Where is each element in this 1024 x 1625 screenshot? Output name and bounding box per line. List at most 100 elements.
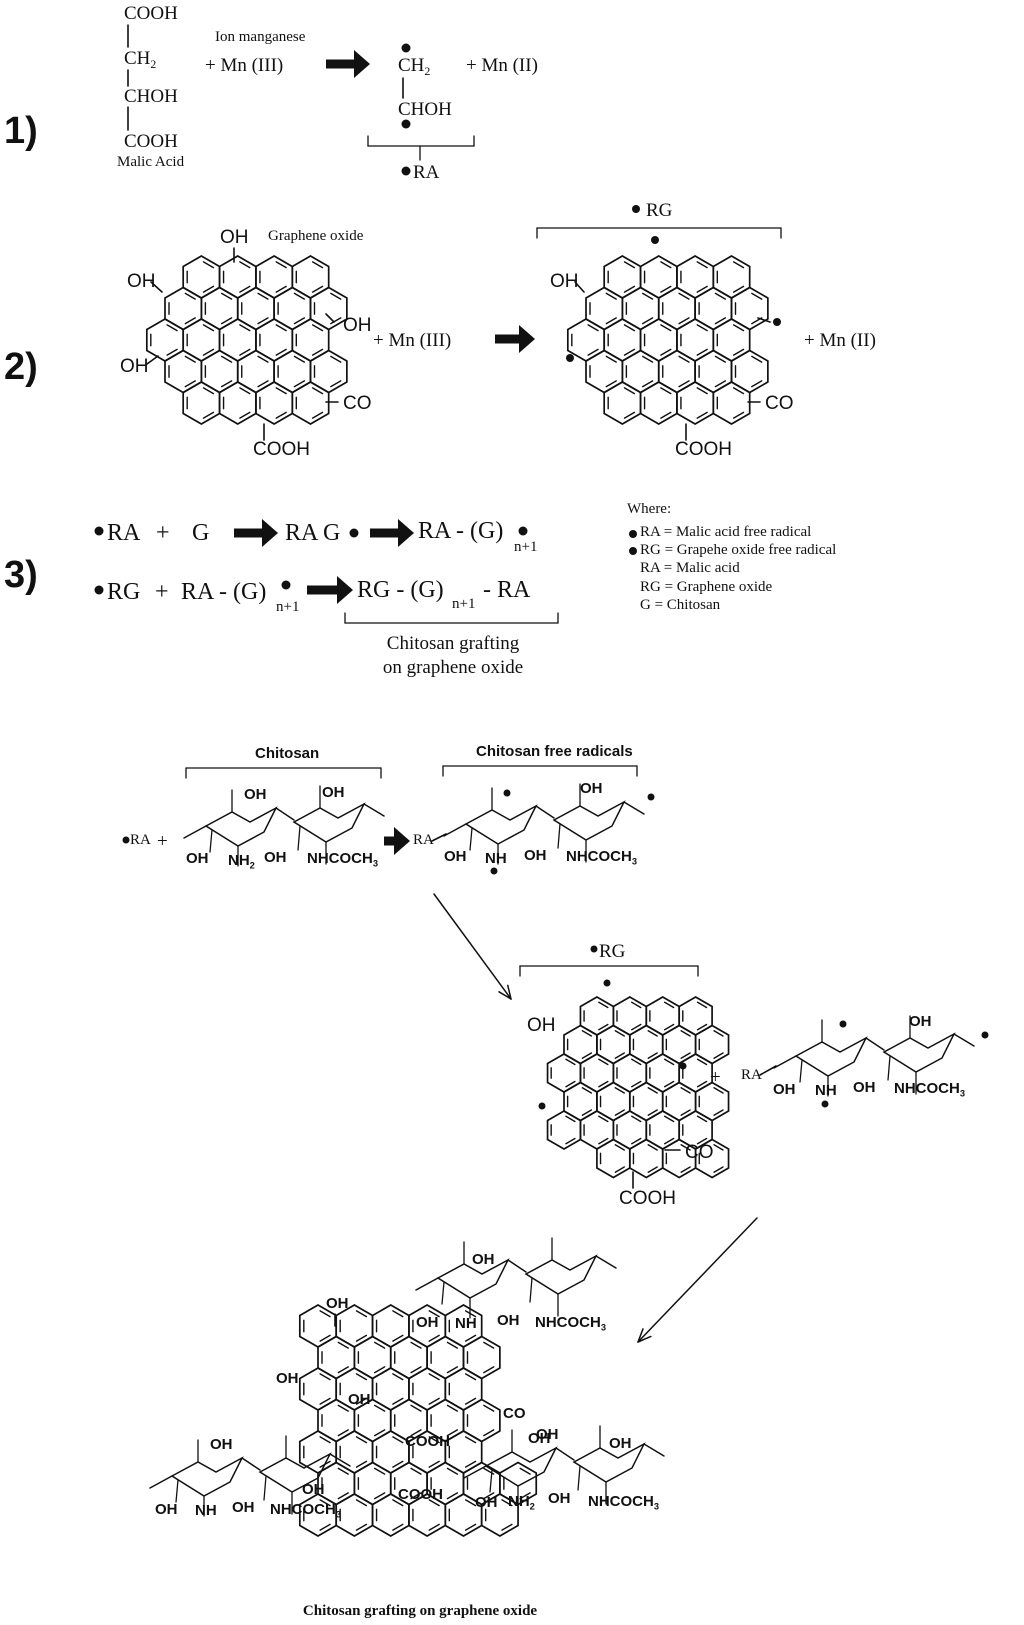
reaction-arrow-5	[307, 576, 353, 604]
double-bond	[166, 348, 178, 356]
double-bond	[410, 1341, 422, 1349]
double-bond	[428, 1499, 440, 1507]
rg-ring	[566, 318, 606, 362]
legend-item: RA = Malic acid free radical	[640, 524, 812, 540]
double-bond	[220, 292, 233, 300]
fin-oh-i: OH	[155, 1501, 178, 1518]
go-oh-left1: OH	[127, 271, 156, 292]
double-bond	[647, 1166, 658, 1173]
eq1-rag: RA G	[285, 520, 341, 546]
fin-oh-a: OH	[472, 1251, 495, 1268]
chitosan-c-bond	[887, 1055, 891, 1081]
double-bond	[696, 1137, 708, 1145]
double-bond	[220, 380, 233, 388]
reaction-arrow-4	[370, 519, 414, 547]
go-oh-right: OH	[343, 315, 372, 336]
plus-mn2-2: + Mn (II)	[804, 330, 876, 351]
malic-cooh-bottom: COOH	[124, 131, 178, 152]
go-oh-top: OH	[220, 227, 249, 248]
rg4-cooh: COOH	[619, 1188, 676, 1209]
double-bond	[330, 355, 342, 363]
radical-ra-label: RA	[413, 162, 440, 183]
double-bond	[319, 1373, 331, 1381]
radical-dot	[590, 945, 598, 953]
malic-cooh-top: COOH	[124, 3, 178, 24]
go-ring	[291, 381, 330, 425]
final-ring	[426, 1335, 465, 1380]
double-bond	[464, 1523, 477, 1531]
final-chitosan-left-bond	[175, 1479, 179, 1503]
double-bond	[373, 1429, 386, 1437]
chA-oh-2: OH	[322, 784, 345, 801]
rg-co: CO	[765, 393, 794, 414]
double-bond	[293, 317, 306, 325]
go-ring	[291, 255, 330, 299]
final-chitosan-left-bond	[329, 1453, 351, 1467]
reaction-arrow-2	[495, 325, 535, 353]
pathway-arrow-1	[433, 893, 512, 1000]
double-bond	[660, 411, 672, 419]
double-bond	[598, 1001, 609, 1009]
double-bond	[410, 1429, 422, 1437]
grafting-caption-2: on graphene oxide	[382, 657, 524, 678]
grafting-caption-1: Chitosan grafting	[386, 633, 520, 654]
step-label-2: 2)	[4, 346, 38, 388]
double-bond	[605, 317, 617, 325]
double-bond	[663, 1080, 675, 1088]
rg-ring	[603, 381, 642, 425]
chitosan-b-bond	[557, 823, 561, 849]
double-bond	[184, 380, 196, 388]
double-bond	[680, 1030, 691, 1037]
fin-oh-d: OH	[276, 1370, 299, 1387]
chitosan-b-ring	[464, 804, 538, 845]
double-bond	[581, 1109, 593, 1116]
rg-oh-bond	[574, 281, 585, 293]
fin-oh-e: OH	[348, 1391, 371, 1408]
double-bond	[373, 1492, 386, 1500]
go-ring	[255, 255, 294, 299]
fin-oh-b: OH	[416, 1314, 439, 1331]
rg-ring	[585, 286, 624, 331]
final-ring	[462, 1398, 501, 1443]
final-ring	[353, 1335, 392, 1380]
chitosan-c-bond	[773, 1055, 797, 1069]
radical-dot	[122, 836, 130, 844]
double-bond	[410, 1366, 422, 1374]
double-bond	[598, 1080, 609, 1088]
pathway-arrow-2	[637, 1217, 758, 1343]
double-bond	[373, 1404, 386, 1412]
go-ring	[182, 255, 221, 299]
double-bond	[319, 1499, 331, 1507]
double-bond	[392, 1436, 404, 1444]
go-ring	[236, 349, 275, 394]
radical-dot	[281, 580, 291, 590]
chB-oh-2: OH	[444, 848, 467, 865]
rg4-ring	[596, 1138, 631, 1179]
s4-ra-2: RA	[413, 832, 434, 848]
double-bond	[275, 261, 287, 269]
double-bond	[428, 1397, 440, 1405]
double-bond	[311, 324, 324, 332]
double-bond	[428, 1436, 440, 1444]
double-bond	[714, 380, 727, 388]
chitosan-c-ring	[882, 1032, 956, 1073]
double-bond	[678, 380, 690, 388]
radical-dot	[503, 789, 511, 797]
radical-dot	[632, 205, 640, 213]
double-bond	[337, 1492, 349, 1500]
double-bond	[428, 1334, 440, 1342]
double-bond	[483, 1429, 495, 1437]
double-bond	[202, 324, 215, 332]
malic-acid-name: Malic Acid	[117, 154, 185, 170]
chitosan-radicals-title: Chitosan free radicals	[476, 743, 633, 760]
double-bond	[663, 1058, 675, 1066]
go-ring	[164, 286, 203, 331]
double-bond	[202, 285, 215, 293]
chA-oh-3: OH	[186, 850, 209, 867]
radical-dot	[566, 354, 574, 362]
rg4-co: CO	[685, 1142, 714, 1163]
chC-oh-1: OH	[909, 1013, 932, 1030]
double-bond	[605, 380, 617, 388]
double-bond	[355, 1460, 368, 1468]
fin-nhcoch3-left: NHCOCH3	[270, 1501, 342, 1520]
